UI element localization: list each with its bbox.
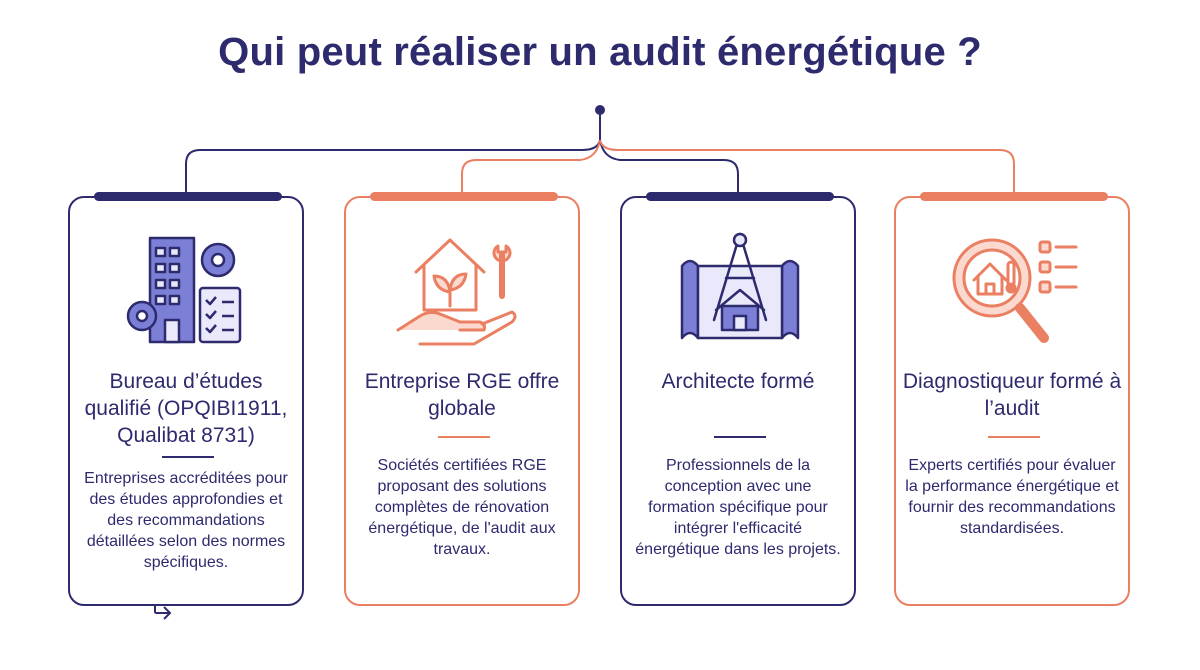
card-description: Sociétés certifiées RGE proposant des so… (368, 457, 556, 558)
magnifier-house-checklist-icon (952, 238, 1078, 343)
divider (162, 456, 214, 458)
card-bureau-etudes: Bureau d’études qualifié (OPQIBI1911, Qu… (68, 192, 304, 606)
card-tab (94, 192, 282, 201)
card-tab (370, 192, 558, 201)
hand-house-wrench-icon (396, 238, 517, 346)
divider (988, 436, 1040, 438)
card-entreprise-rge: Entreprise RGE offre globale Sociétés ce… (344, 192, 580, 606)
card-tab (920, 192, 1108, 201)
divider (438, 436, 490, 438)
connector-card-3 (599, 139, 739, 192)
connector-card-1 (185, 139, 601, 192)
card-tab (646, 192, 834, 201)
card-title: Bureau d’études qualifié (OPQIBI1911, Qu… (84, 370, 288, 447)
divider (714, 436, 766, 438)
card-description: Professionnels de la conception avec une… (635, 457, 841, 558)
card-title: Diagnostiqueur formé à l’audit (902, 370, 1122, 420)
return-arrow (154, 606, 172, 620)
blueprint-compass-icon (680, 232, 800, 340)
card-description: Experts certifiés pour évaluer la perfor… (905, 457, 1119, 537)
card-title: Architecte formé (661, 370, 815, 393)
card-architecte: Architecte formé Professionnels de la co… (620, 192, 856, 606)
office-building-gears-icon (126, 236, 242, 344)
card-diagnostiqueur: Diagnostiqueur formé à l’audit Experts c… (894, 192, 1130, 606)
connector-card-2 (461, 139, 601, 192)
connector-card-4 (599, 139, 1015, 192)
card-description: Entreprises accréditées pour des études … (84, 470, 288, 571)
card-title: Entreprise RGE offre globale (364, 370, 560, 420)
page-title: Qui peut réaliser un audit énergétique ? (218, 30, 982, 74)
